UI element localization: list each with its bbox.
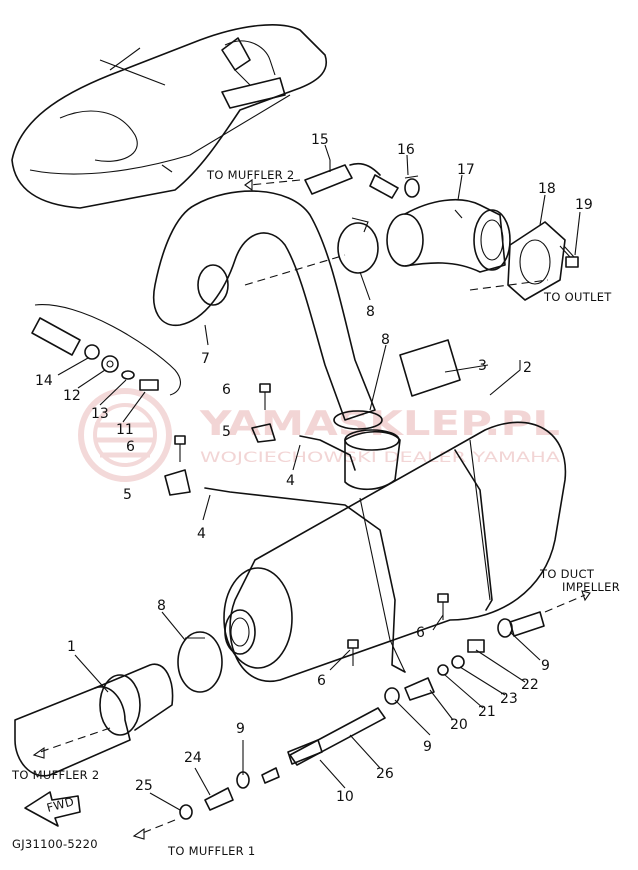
callout-5a: 5 xyxy=(222,424,231,440)
callout-1: 1 xyxy=(67,639,76,655)
watermark: YAMASKLEP.PL WOJCIECHOWSKI DEALER YAMAHA xyxy=(78,388,561,482)
callout-11: 11 xyxy=(116,422,134,438)
callout-9b: 9 xyxy=(423,739,432,755)
callout-5b: 5 xyxy=(123,487,132,503)
part-7-exhaust-pipe xyxy=(153,190,376,421)
flow-lines xyxy=(32,178,591,840)
callout-10: 10 xyxy=(336,789,354,805)
callout-16: 16 xyxy=(397,142,415,158)
callout-4b: 4 xyxy=(197,526,206,542)
callout-25: 25 xyxy=(135,778,153,794)
fwd-arrow: FWD xyxy=(24,791,81,827)
part-18-gasket xyxy=(507,221,566,301)
callout-6c: 6 xyxy=(416,625,425,641)
captions: TO MUFFLER 2 TO OUTLET TO DUCT IMPELLER … xyxy=(11,168,620,858)
callout-8c: 8 xyxy=(157,598,166,614)
callout-24: 24 xyxy=(184,750,202,766)
callout-6a: 6 xyxy=(222,382,231,398)
watermark-logo xyxy=(78,388,172,482)
callout-12: 12 xyxy=(63,388,81,404)
caption-to-outlet: TO OUTLET xyxy=(543,290,612,304)
part-4-strap xyxy=(204,435,493,673)
caption-to-duct: TO DUCT xyxy=(539,567,595,581)
callout-14: 14 xyxy=(35,373,53,389)
leader-lines xyxy=(57,144,581,811)
callout-2: 2 xyxy=(523,360,532,376)
callout-21: 21 xyxy=(478,704,496,720)
part-8-clamp-bottom xyxy=(177,631,223,693)
small-fittings xyxy=(179,611,545,820)
callout-9a: 9 xyxy=(541,658,550,674)
callout-23: 23 xyxy=(500,691,518,707)
part-15-hose xyxy=(304,162,399,199)
callout-13: 13 xyxy=(91,406,109,422)
callout-4a: 4 xyxy=(286,473,295,489)
callout-8b: 8 xyxy=(381,332,390,348)
part-8-clamp-middle xyxy=(333,410,383,430)
inset-parts-11-14 xyxy=(31,304,181,396)
watercraft-overview xyxy=(11,24,327,209)
part-8-clamp-top xyxy=(337,217,379,274)
part-19-bolt xyxy=(559,245,579,268)
part-3-gasket xyxy=(399,339,461,397)
part-2-muffler xyxy=(223,421,567,683)
drawing-code: GJ31100-5220 xyxy=(12,837,98,851)
callout-15: 15 xyxy=(311,132,329,148)
callout-6d: 6 xyxy=(317,673,326,689)
callout-17: 17 xyxy=(457,162,475,178)
callout-26: 26 xyxy=(376,766,394,782)
callout-6b: 6 xyxy=(126,439,135,455)
fwd-label: FWD xyxy=(45,794,75,815)
callout-19: 19 xyxy=(575,197,593,213)
part-1-joint xyxy=(14,663,174,777)
callout-20: 20 xyxy=(450,717,468,733)
callout-8a: 8 xyxy=(366,304,375,320)
callout-18: 18 xyxy=(538,181,556,197)
caption-to-muffler-1: TO MUFFLER 1 xyxy=(167,844,256,858)
callout-numbers: 1 2 3 4 4 5 5 6 6 6 6 7 8 8 8 9 9 9 10 1… xyxy=(35,132,593,805)
callout-3: 3 xyxy=(478,358,487,374)
caption-to-muffler-2-bottom: TO MUFFLER 2 xyxy=(11,768,100,782)
part-17-outlet-pipe xyxy=(386,199,511,273)
callout-7: 7 xyxy=(201,351,210,367)
watermark-tagline: WOJCIECHOWSKI DEALER YAMAHA xyxy=(200,450,561,466)
callout-9c: 9 xyxy=(236,721,245,737)
part-16-clamp xyxy=(404,175,420,198)
caption-to-muffler-2-top: TO MUFFLER 2 xyxy=(206,168,295,182)
callout-22: 22 xyxy=(521,677,539,693)
caption-impeller: IMPELLER xyxy=(562,580,620,594)
bolts-and-brackets xyxy=(164,383,449,666)
